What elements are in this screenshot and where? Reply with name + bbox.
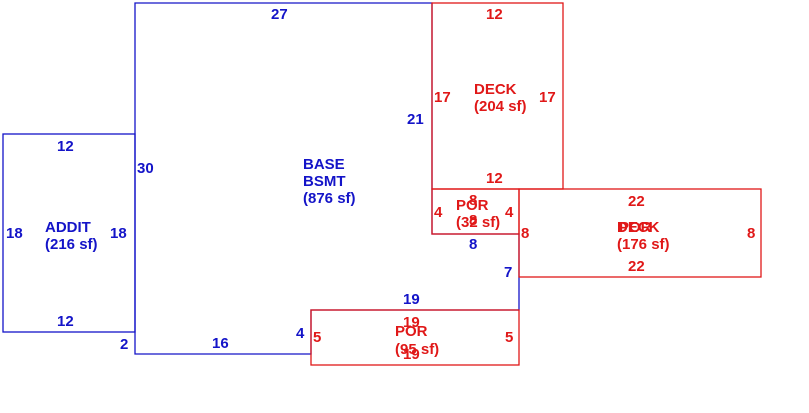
por2-left-dimension: 5 (313, 329, 321, 346)
por-mid-dimension: 8 (469, 212, 477, 229)
por-bottom-area-label: (95 sf) (395, 341, 439, 358)
por-small-name-label: POR (456, 197, 489, 214)
base-step-vertical-dimension: 4 (296, 325, 305, 342)
por-bottom-outline (310, 309, 520, 366)
deck2-area-label: (176 sf) (617, 236, 670, 253)
deck-name-label: DECK (474, 81, 517, 98)
deck2-left-dimension: 8 (521, 225, 529, 242)
addit-right-dimension: 18 (110, 225, 127, 242)
base-top-dimension: 27 (271, 6, 288, 23)
addit-area-label: (216 sf) (45, 236, 98, 253)
base-notch-bottom-dimension: 8 (469, 236, 477, 253)
deck2-overlay-label: POR (619, 219, 652, 236)
por-left-dimension: 4 (434, 204, 443, 221)
addit-outline (2, 133, 136, 333)
deck2-outline (518, 188, 762, 278)
por-bottom-name-label: POR (395, 323, 428, 340)
addit-name-label: ADDIT (45, 219, 91, 236)
deck2-right-dimension: 8 (747, 225, 755, 242)
por2-top-dimension: 19 (403, 314, 420, 331)
base-right-lower-dimension: 7 (504, 264, 512, 281)
por-right-dimension: 4 (505, 204, 514, 221)
deck-top-dimension: 12 (486, 6, 503, 23)
base-step-left-dimension: 2 (120, 336, 128, 353)
addit-top-dimension: 12 (57, 138, 74, 155)
por2-bottom-dimension: 19 (403, 346, 420, 363)
bsmt-name-label: BSMT (303, 173, 346, 190)
addit-bottom-dimension: 12 (57, 313, 74, 330)
por-top-dimension: 8 (469, 192, 477, 209)
base-area-label: (876 sf) (303, 190, 356, 207)
base-left-dimension: 30 (137, 160, 154, 177)
por-small-area-label: (32 sf) (456, 214, 500, 231)
deck-left-dimension: 17 (434, 89, 451, 106)
deck2-top-dimension: 22 (628, 193, 645, 210)
deck-right-dimension: 17 (539, 89, 556, 106)
deck2-bottom-dimension: 22 (628, 258, 645, 275)
deck-bottom-dimension: 12 (486, 170, 503, 187)
deck-area-label: (204 sf) (474, 98, 527, 115)
base-name-label: BASE (303, 156, 345, 173)
addit-left-dimension: 18 (6, 225, 23, 242)
por2-right-dimension: 5 (505, 329, 513, 346)
deck2-name-label: DECK (617, 219, 660, 236)
base-bottom-dimension: 16 (212, 335, 229, 352)
base-right-dimension: 21 (407, 111, 424, 128)
base-bottom-right-dimension: 19 (403, 291, 420, 308)
